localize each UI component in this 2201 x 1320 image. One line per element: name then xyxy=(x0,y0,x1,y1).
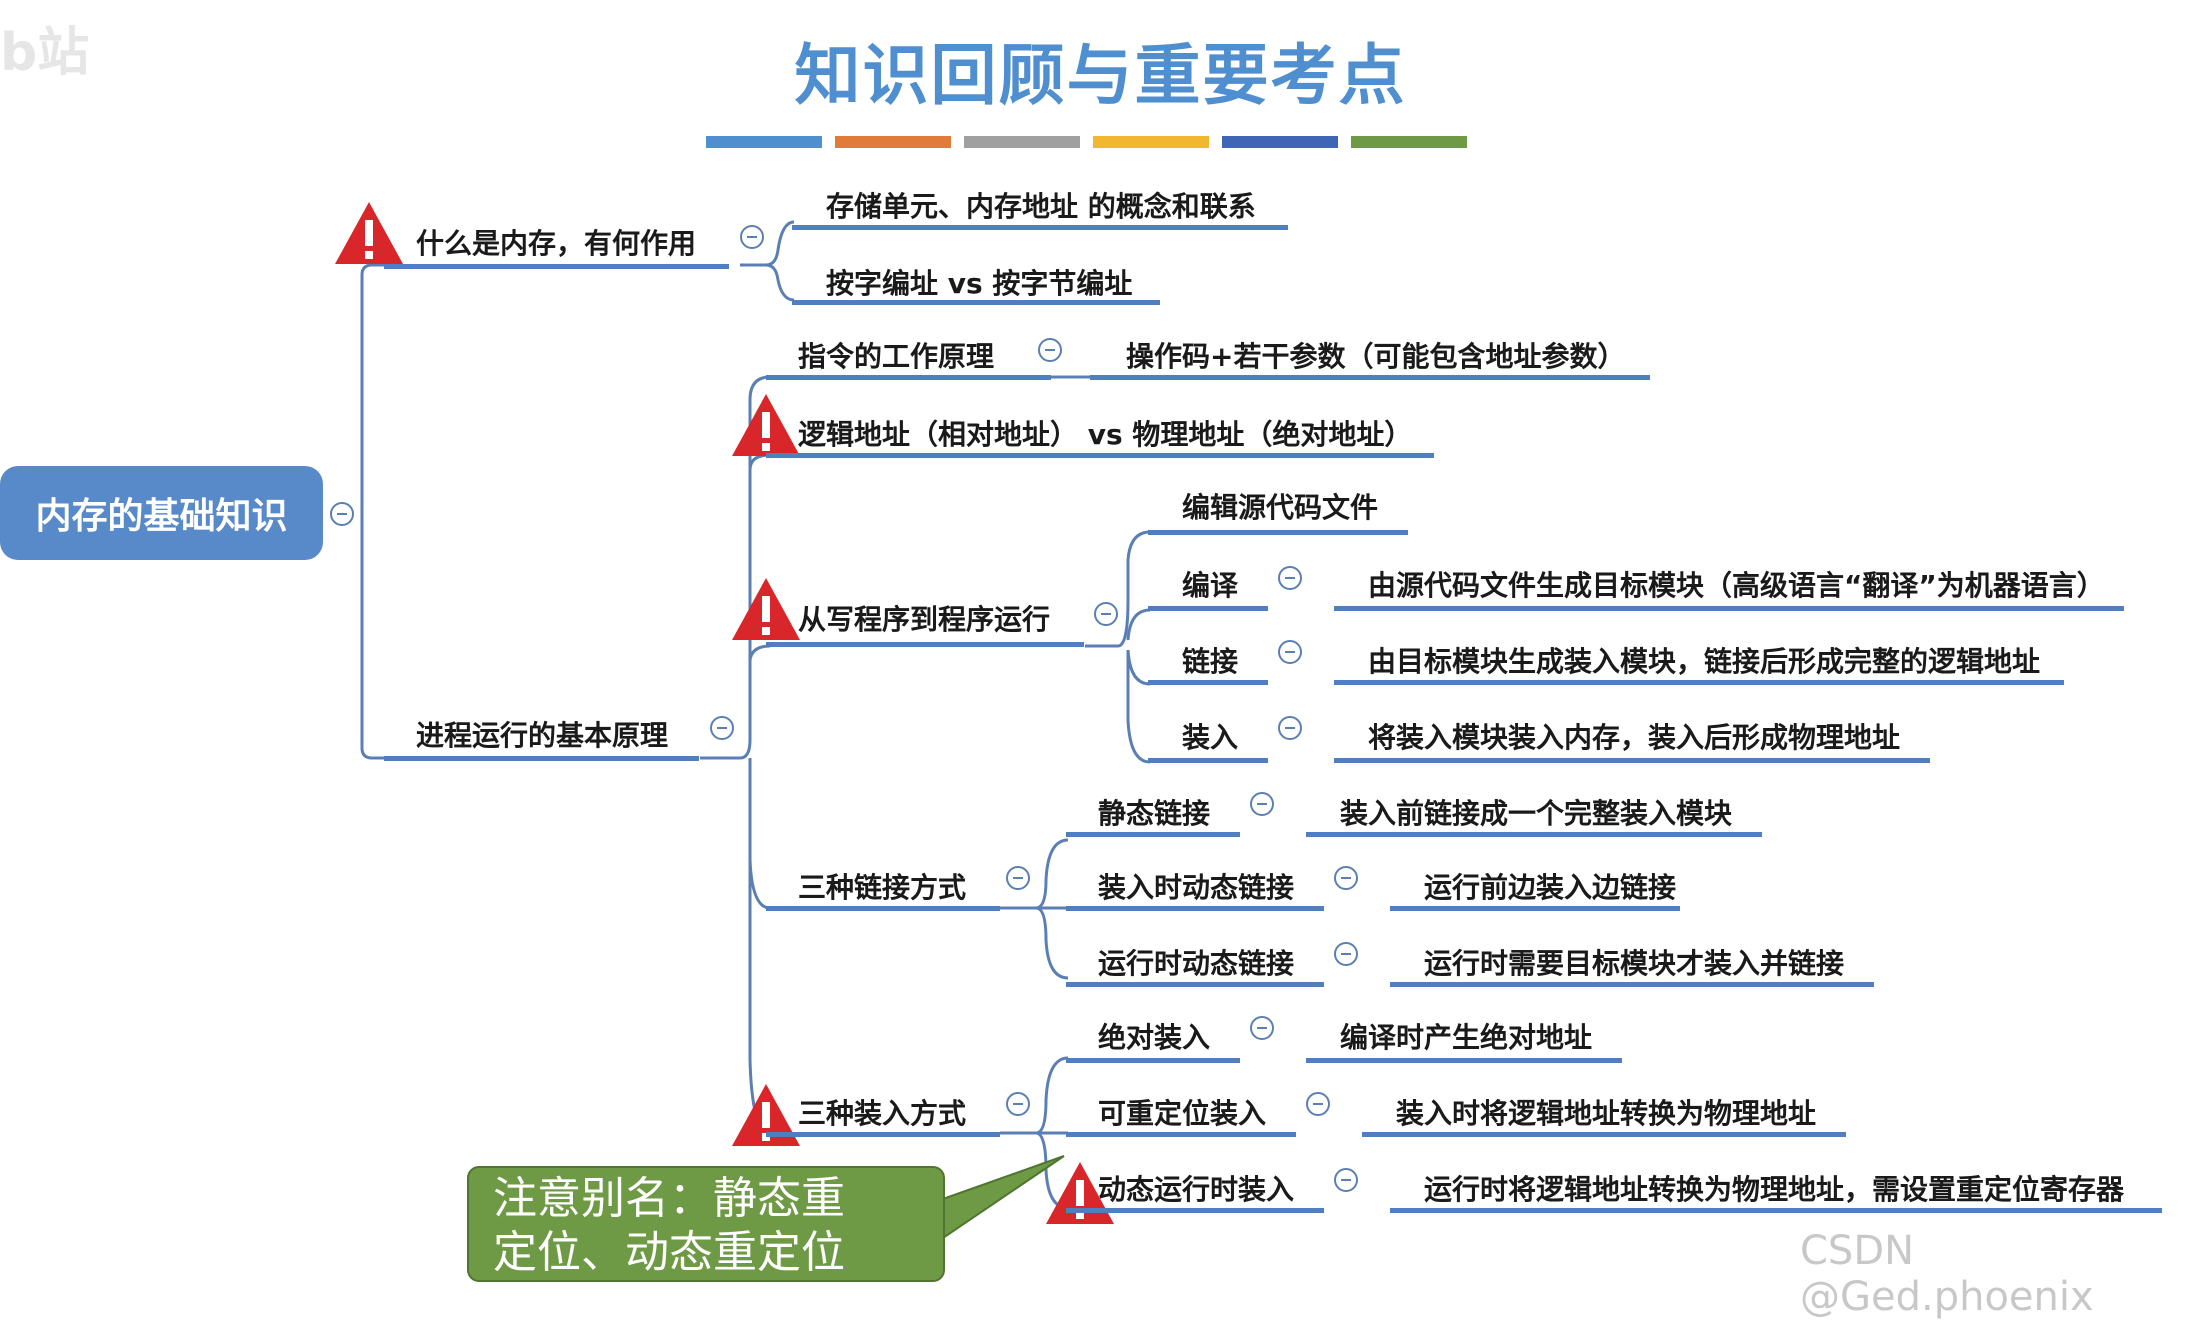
underline xyxy=(1148,758,1268,763)
warning-icon-program-run xyxy=(732,578,800,640)
node-absolute-load[interactable]: 绝对装入 xyxy=(1098,1021,1211,1054)
callout-line-2: 定位、动态重定位 xyxy=(493,1227,845,1278)
color-bar-5 xyxy=(1222,136,1338,148)
watermark-top-left: b站 xyxy=(0,23,90,83)
underline xyxy=(384,264,729,269)
node-dynamic-load-detail[interactable]: 运行时将逻辑地址转换为物理地址，需设置重定位寄存器 xyxy=(1424,1173,2125,1206)
underline xyxy=(1306,832,1762,837)
node-absolute-load-detail[interactable]: 编译时产生绝对地址 xyxy=(1340,1021,1593,1054)
collapse-icon-dynamic-load[interactable] xyxy=(1334,1168,1358,1192)
collapse-icon-run-time-link[interactable] xyxy=(1334,942,1358,966)
callout-line-1: 注意别名：静态重 xyxy=(493,1173,845,1224)
collapse-icon-load-modes[interactable] xyxy=(1006,1092,1030,1116)
collapse-icon-relocatable-load[interactable] xyxy=(1306,1092,1330,1116)
color-bar-1 xyxy=(706,136,822,148)
color-bar-3 xyxy=(964,136,1080,148)
node-instruction-detail[interactable]: 操作码+若干参数（可能包含地址参数） xyxy=(1126,340,1626,373)
underline xyxy=(766,906,1000,911)
underline xyxy=(766,1132,1000,1137)
node-link-detail[interactable]: 由目标模块生成装入模块，链接后形成完整的逻辑地址 xyxy=(1368,645,2041,678)
node-run-time-link-detail[interactable]: 运行时需要目标模块才装入并链接 xyxy=(1424,947,1845,980)
collapse-icon-static-link[interactable] xyxy=(1250,792,1274,816)
collapse-icon-load[interactable] xyxy=(1278,716,1302,740)
underline xyxy=(1066,832,1240,837)
collapse-icon-memory[interactable] xyxy=(740,225,764,249)
root-collapse-icon[interactable] xyxy=(330,502,354,526)
root-label: 内存的基础知识 xyxy=(35,496,288,537)
underline xyxy=(792,225,1288,230)
node-static-link-detail[interactable]: 装入前链接成一个完整装入模块 xyxy=(1340,797,1733,830)
underline xyxy=(1148,530,1408,535)
underline xyxy=(1334,606,2124,611)
underline xyxy=(1334,758,1930,763)
underline xyxy=(1066,906,1324,911)
underline xyxy=(1390,906,1680,911)
node-run-time-link[interactable]: 运行时动态链接 xyxy=(1098,947,1295,980)
node-relocatable-load-detail[interactable]: 装入时将逻辑地址转换为物理地址 xyxy=(1396,1097,1817,1130)
node-compile[interactable]: 编译 xyxy=(1182,569,1239,602)
warning-icon-memory xyxy=(335,202,403,264)
collapse-icon-link-modes[interactable] xyxy=(1006,866,1030,890)
node-load[interactable]: 装入 xyxy=(1182,721,1239,754)
node-relocatable-load[interactable]: 可重定位装入 xyxy=(1098,1097,1267,1130)
node-source[interactable]: 编辑源代码文件 xyxy=(1182,491,1379,524)
underline xyxy=(384,756,699,761)
underline xyxy=(1066,1132,1296,1137)
node-instruction[interactable]: 指令的工作原理 xyxy=(798,340,995,373)
underline xyxy=(766,375,1051,380)
underline xyxy=(766,642,1084,647)
node-storage-unit[interactable]: 存储单元、内存地址 的概念和联系 xyxy=(826,190,1256,223)
underline xyxy=(1066,1058,1240,1063)
node-addressing[interactable]: 按字编址 vs 按字节编址 xyxy=(826,267,1133,300)
underline xyxy=(1090,375,1650,380)
warning-icon-load-modes xyxy=(732,1084,800,1146)
collapse-icon-absolute-load[interactable] xyxy=(1250,1016,1274,1040)
collapse-icon-process[interactable] xyxy=(710,716,734,740)
collapse-icon-program-run[interactable] xyxy=(1094,602,1118,626)
underline xyxy=(1148,606,1268,611)
branch-process-principle[interactable]: 进程运行的基本原理 xyxy=(416,719,669,752)
underline xyxy=(766,453,1434,458)
underline xyxy=(1362,1132,1846,1137)
node-static-link[interactable]: 静态链接 xyxy=(1098,797,1211,830)
underline xyxy=(1390,982,1874,987)
node-compile-detail[interactable]: 由源代码文件生成目标模块（高级语言“翻译”为机器语言） xyxy=(1368,569,2105,602)
collapse-icon-link[interactable] xyxy=(1278,640,1302,664)
node-load-time-link[interactable]: 装入时动态链接 xyxy=(1098,871,1295,904)
color-bar-4 xyxy=(1093,136,1209,148)
alias-callout: 注意别名：静态重 定位、动态重定位 xyxy=(467,1166,945,1282)
underline xyxy=(1066,982,1324,987)
node-program-run[interactable]: 从写程序到程序运行 xyxy=(798,603,1051,636)
node-logical-physical[interactable]: 逻辑地址（相对地址） vs 物理地址（绝对地址） xyxy=(798,418,1413,451)
underline xyxy=(1306,1058,1622,1063)
underline xyxy=(1334,680,2064,685)
node-load-time-link-detail[interactable]: 运行前边装入边链接 xyxy=(1424,871,1677,904)
underline xyxy=(1148,680,1268,685)
root-node[interactable]: 内存的基础知识 xyxy=(0,466,323,560)
color-bar-6 xyxy=(1351,136,1467,148)
underline xyxy=(1390,1208,2162,1213)
node-load-modes[interactable]: 三种装入方式 xyxy=(798,1097,967,1130)
node-dynamic-load[interactable]: 动态运行时装入 xyxy=(1098,1173,1295,1206)
collapse-icon-compile[interactable] xyxy=(1278,566,1302,590)
branch-memory-what[interactable]: 什么是内存，有何作用 xyxy=(416,227,697,260)
node-link[interactable]: 链接 xyxy=(1182,645,1239,678)
underline xyxy=(792,300,1160,305)
color-bar-2 xyxy=(835,136,951,148)
underline xyxy=(1066,1208,1324,1213)
collapse-icon-load-time-link[interactable] xyxy=(1334,866,1358,890)
node-load-detail[interactable]: 将装入模块装入内存，装入后形成物理地址 xyxy=(1368,721,1901,754)
warning-icon-logical xyxy=(732,394,800,456)
collapse-icon-instruction[interactable] xyxy=(1038,338,1062,362)
page-title: 知识回顾与重要考点 xyxy=(794,36,1407,114)
node-link-modes[interactable]: 三种链接方式 xyxy=(798,871,967,904)
